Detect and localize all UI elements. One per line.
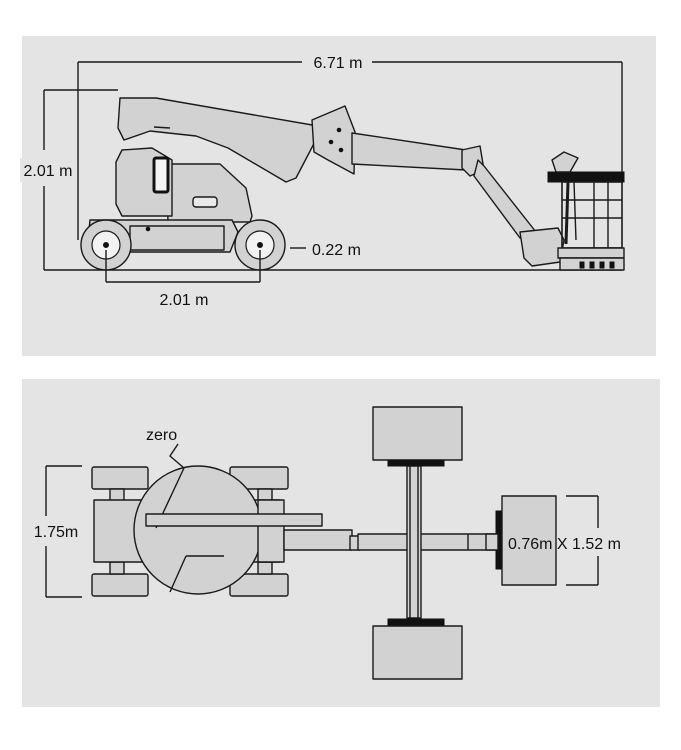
- top-platform: [501, 495, 557, 586]
- engine-vent: [152, 156, 170, 194]
- side-view-drawing: 6.71 m 2.01 m 0.22 m 2.01 m: [20, 52, 625, 309]
- boom-pivot-block: [311, 105, 356, 175]
- wheel-rear-left: [91, 466, 149, 490]
- overall-width-label: 1.75m: [34, 524, 78, 541]
- top-upper-block: [372, 406, 463, 461]
- turntable: [165, 163, 253, 223]
- rear-wheel: [80, 219, 132, 271]
- top-lower-block: [372, 625, 463, 680]
- main-boom: [117, 97, 321, 183]
- overall-length-dimension: [77, 61, 623, 240]
- zero-label: zero: [146, 427, 177, 444]
- platform-basket: [547, 151, 625, 271]
- platform-size-dimension: [566, 495, 599, 586]
- jib-lower-segment: [519, 227, 565, 267]
- turret: [133, 465, 263, 595]
- jib-arm: [473, 159, 537, 243]
- platform-size-label: 0.76m X 1.52 m: [508, 536, 621, 553]
- front-wheel: [234, 219, 286, 271]
- upper-boom-section: [351, 132, 467, 171]
- top-boom: [145, 513, 323, 527]
- wheelbase-dimension: [105, 250, 261, 283]
- stowed-height-dimension: [43, 89, 118, 270]
- wheel-rear-right: [91, 573, 149, 597]
- turntable-handle: [192, 196, 218, 208]
- top-vertical-axle: [406, 465, 422, 619]
- wheelbase-label: 2.01 m: [160, 292, 209, 309]
- top-jib: [357, 533, 497, 551]
- overall-length-label: 6.71 m: [314, 55, 363, 72]
- zero-leader: [169, 443, 185, 469]
- ground-clearance-label: 0.22 m: [312, 242, 361, 259]
- stowed-height-label: 2.01 m: [24, 163, 73, 180]
- top-view-drawing: zero 1.75m 0.76m X 1.52 m: [28, 406, 621, 680]
- overall-width-dimension: [45, 465, 82, 598]
- top-boom-section: [283, 529, 353, 551]
